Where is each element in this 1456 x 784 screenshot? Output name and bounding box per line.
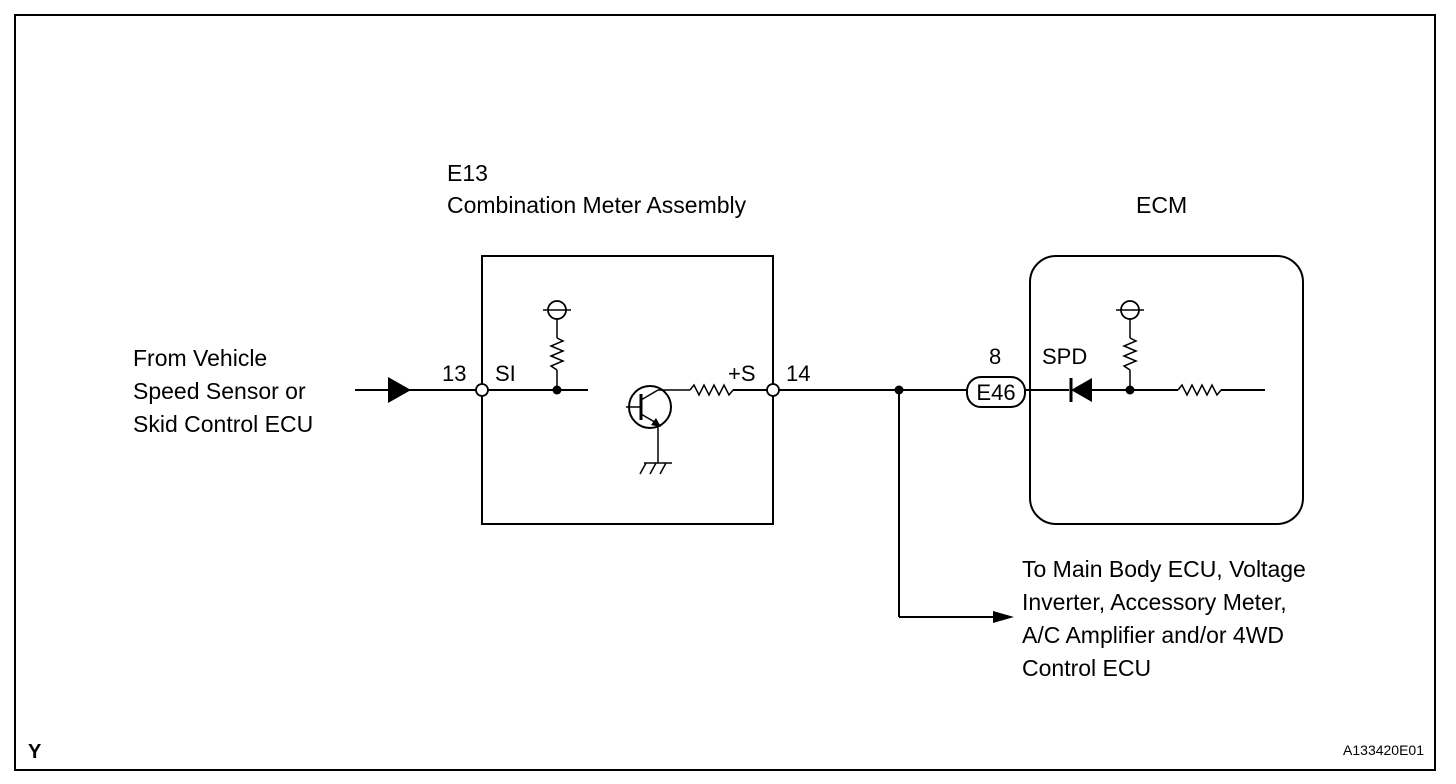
ground-hatch-2 [649, 462, 657, 475]
branch-arrow-icon [993, 611, 1014, 623]
ecm-label: ECM [1136, 192, 1187, 218]
meter-pin-out-number: 14 [786, 361, 810, 386]
ground-hatch-1 [639, 462, 647, 475]
destination-text-line2: Inverter, Accessory Meter, [1022, 589, 1287, 615]
source-text-line3: Skid Control ECU [133, 411, 313, 437]
meter-si-junction-dot [552, 385, 562, 395]
ecm-diode-icon [1071, 378, 1092, 402]
corner-mark: Y [28, 741, 42, 763]
meter-pin-out-name: +S [728, 361, 756, 386]
ecm-connector-label: E46 [976, 380, 1015, 405]
destination-text-line3: A/C Amplifier and/or 4WD [1022, 622, 1284, 648]
destination-text-line4: Control ECU [1022, 655, 1151, 681]
transistor-collector [640, 389, 659, 401]
meter-code-label: E13 [447, 160, 488, 186]
ecm-series-resistor [1177, 383, 1222, 397]
ground-hatch-3 [659, 462, 667, 475]
ecm-pin-name: SPD [1042, 344, 1087, 369]
diagram-frame [14, 14, 1436, 771]
input-arrow-icon [388, 377, 411, 403]
meter-series-resistor [689, 383, 734, 397]
ecm-pin-number: 8 [989, 344, 1001, 369]
source-text-line1: From Vehicle [133, 345, 267, 371]
ecm-connector-badge [966, 376, 1026, 408]
meter-pin-in-terminal [475, 383, 489, 397]
meter-pullup-resistor [549, 337, 565, 371]
meter-pin-in-number: 13 [442, 361, 466, 386]
source-text-line2: Speed Sensor or [133, 378, 306, 404]
ecm-junction-dot [1125, 385, 1135, 395]
meter-name-label: Combination Meter Assembly [447, 192, 747, 218]
meter-pin-out-terminal [766, 383, 780, 397]
ecm-pullup-resistor [1122, 337, 1138, 371]
meter-pin-in-name: SI [495, 361, 516, 386]
figure-id: A133420E01 [1343, 742, 1424, 758]
destination-text-line1: To Main Body ECU, Voltage [1022, 556, 1306, 582]
transistor-emitter-arrow-icon [651, 418, 661, 427]
